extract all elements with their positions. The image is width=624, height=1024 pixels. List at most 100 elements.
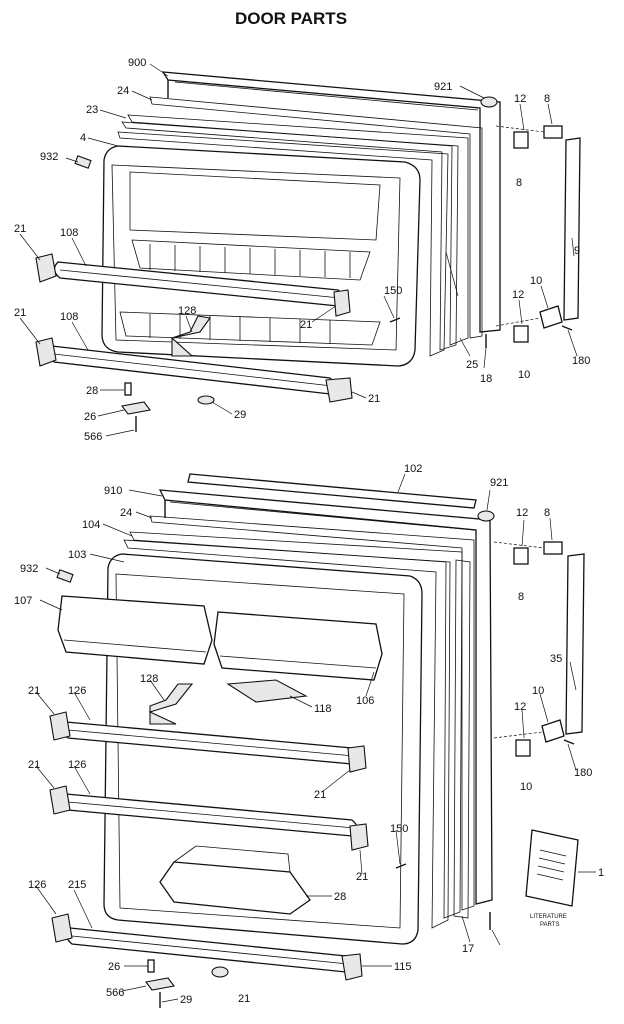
callout-12-a: 12 [514,93,526,105]
screw-180-lower [563,739,575,745]
callout-104: 104 [82,519,100,531]
hinge-block-8-a [513,131,529,149]
callout-150-lower: 150 [390,823,408,835]
callout-10-d: 10 [520,781,532,793]
bottom-door-labels: 102 910 921 24 104 103 932 107 12 8 8 35… [14,463,604,1006]
callout-9: 9 [574,245,580,257]
strip-115 [453,559,471,919]
callout-932: 932 [40,151,58,163]
handle-9 [563,137,581,321]
gasket-104 [129,531,463,919]
end-cap-21-j [341,953,363,981]
hinge-pin-932-lower [56,569,74,583]
callout-108-b: 108 [60,311,78,323]
callout-128: 128 [178,305,196,317]
callout-102: 102 [404,463,422,475]
top-door-labels: 900 24 23 4 932 21 108 21 108 28 26 566 … [14,57,590,443]
callout-21-b: 21 [14,307,26,319]
bushing-28 [124,382,132,396]
screw-180 [561,325,573,331]
callout-21-d: 21 [300,319,312,331]
screw-150 [389,317,401,323]
callout-921-lower: 921 [490,477,508,489]
callout-566-lower: 29 [180,994,192,1006]
hinge-block-10 [513,325,529,343]
callout-126-c: 215 [68,879,86,891]
callout-180-lower: 180 [574,767,592,779]
callout-29: 29 [234,409,246,421]
callout-28: 28 [86,385,98,397]
end-cap-21-e [49,711,71,741]
door-stop-29-lower [211,966,229,978]
callout-10-c: 10 [532,685,544,697]
literature-booklet [525,829,579,907]
callout-900: 900 [128,57,146,69]
top-door-assembly [35,71,581,432]
callout-932-lower: 932 [20,563,38,575]
callout-10-b: 10 [518,369,530,381]
callout-8-c: 8 [544,507,550,519]
plug-921 [480,96,498,108]
callout-28-lower: 26 [108,961,120,973]
end-cap-21-a [35,253,57,283]
callout-4: 4 [80,132,86,144]
end-cap-21-d [325,377,353,403]
lower-shelf-ribs [119,311,381,346]
callout-126-a: 126 [68,685,86,697]
callout-23: 23 [86,104,98,116]
bracket-128-lower [148,683,194,725]
end-cap-21-f [49,785,71,815]
hinge-plate-8-d [543,541,563,555]
handle-mount-10-lower [541,719,565,743]
callout-107: 107 [14,595,32,607]
callout-24-lower: 24 [120,507,132,519]
bracket-128 [170,315,211,357]
callout-126-b: 126 [68,759,86,771]
callout-910: 910 [104,485,122,497]
callout-1: 1 [598,867,604,879]
gasket-23 [117,131,449,357]
callout-128-lower: 128 [140,673,158,685]
callout-115: 17 [462,943,474,955]
callout-921: 921 [434,81,452,93]
callout-8-d: 8 [518,591,524,603]
leader-lines [19,63,596,1003]
gasket-24-lower [149,515,475,911]
callout-103: 103 [68,549,86,561]
callout-21-i: 21 [356,871,368,883]
callout-566: 566 [84,431,102,443]
callout-12-c: 12 [516,507,528,519]
hinge-plate-8-b [543,125,563,139]
end-cap-21-c [333,289,351,317]
hinge-26-lower [145,977,175,991]
callout-180: 180 [572,355,590,367]
literature-label-line2: PARTS [540,922,559,928]
tray-118 [226,679,308,703]
callout-8-b: 8 [516,177,522,189]
door-bin-right [213,611,383,681]
callout-106: 106 [356,695,374,707]
plug-921-lower [477,510,495,522]
callout-8-a: 8 [544,93,550,105]
callout-29-lower: 21 [238,993,250,1005]
callout-21-h: 21 [314,789,326,801]
bottom-door-assembly [49,473,585,1008]
callout-24: 24 [117,85,129,97]
hinge-block-10-lower [515,739,531,757]
callout-21-a: 21 [14,223,26,235]
handle-mount-10 [539,305,563,329]
handle-35 [565,553,585,735]
callout-35: 35 [550,653,562,665]
callout-18: 18 [480,373,492,385]
callout-21-j: 115 [394,961,412,973]
gasket-24 [149,96,483,339]
callout-26: 26 [84,411,96,423]
callout-108-a: 108 [60,227,78,239]
door-cap-102 [187,473,477,509]
end-cap-21-i [349,823,369,851]
callout-12-b: 12 [512,289,524,301]
hinge-pin-932 [74,155,92,169]
callout-215: 28 [334,891,346,903]
bushing-28-lower [147,959,155,973]
callout-26-lower: 566 [106,987,124,999]
